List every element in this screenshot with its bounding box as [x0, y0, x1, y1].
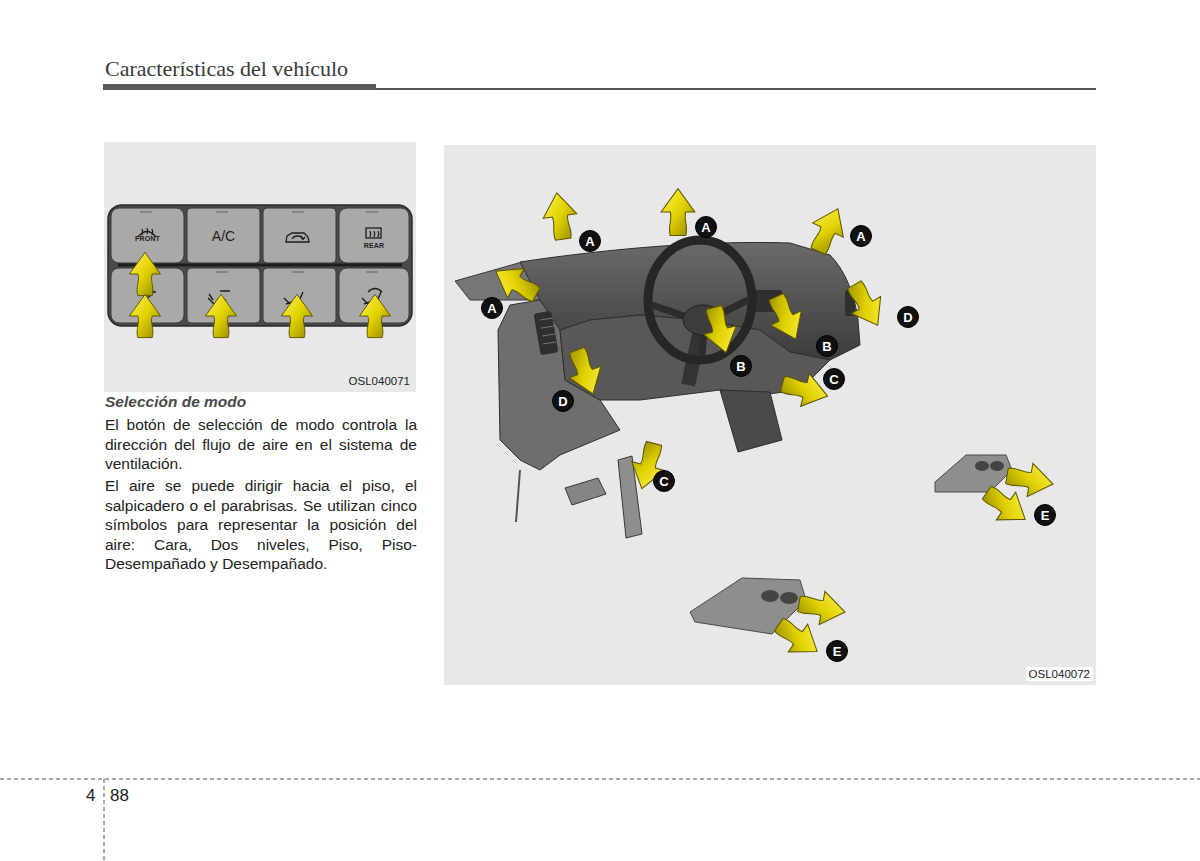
button [111, 208, 184, 263]
thick-rule [103, 84, 376, 90]
ac-button: A/C [187, 208, 260, 263]
recirculation-icon [286, 233, 309, 242]
callout-letter-text: C [659, 475, 668, 488]
side-vent [533, 311, 558, 355]
rear-defrost-icon [366, 228, 381, 238]
figure-code: OSL040072 [1026, 667, 1093, 681]
duct-outlet [975, 461, 989, 471]
callout-letter: B [816, 335, 838, 357]
yellow-arrow [540, 190, 580, 241]
vent-slats [540, 318, 556, 344]
floor-edge [516, 470, 520, 522]
selection-arrows [129, 252, 390, 337]
callout-letter: D [897, 306, 919, 328]
callout-letter-text: D [903, 311, 912, 324]
airflow-arrows [487, 189, 1056, 666]
figure-panel: OSL040072 A A A A D B B C D C E E [444, 145, 1096, 685]
buttons [111, 208, 409, 323]
defrost-button: FRONT [111, 208, 184, 263]
section-heading: Selección de modo [105, 393, 246, 411]
callout-letter: A [579, 230, 601, 252]
callout-letter: E [826, 640, 848, 662]
dashed-rule [104, 779, 105, 861]
figure-panel [444, 145, 1096, 685]
callout-letter: E [1034, 504, 1056, 526]
callout-letter-text: C [829, 373, 838, 386]
indicator-marks [140, 212, 378, 272]
callout-letter: A [850, 225, 872, 247]
duct-outlet [761, 590, 779, 602]
callout-letter: A [481, 297, 503, 319]
callout-letter-text: B [736, 360, 745, 373]
figure-panel: OSL040071 FRONT A/C REAR [104, 142, 416, 392]
yellow-arrow [281, 294, 312, 337]
button-label: REAR [364, 242, 385, 249]
button-label: A/C [212, 228, 235, 244]
callout-letter-text: E [833, 645, 842, 658]
chapter-number: 4 [86, 786, 95, 806]
yellow-arrow [626, 439, 671, 493]
rear-defrost-button: REAR [339, 208, 409, 263]
yellow-arrow [796, 587, 848, 628]
yellow-arrow [129, 252, 160, 295]
yellow-arrow [1004, 459, 1056, 500]
button [339, 208, 409, 263]
footer-rule [0, 779, 1200, 861]
callout-letter: B [730, 355, 752, 377]
callout-letter-text: A [585, 235, 594, 248]
figure-code: OSL040071 [346, 374, 413, 388]
header-rule [103, 84, 1096, 90]
page-number: 88 [110, 786, 129, 806]
running-header: Características del vehículo [105, 56, 348, 82]
body-paragraph: El botón de selección de modo controla l… [105, 415, 417, 474]
wheel-spokes [652, 300, 748, 356]
dashboard-illustration [455, 240, 1012, 634]
yellow-arrow [769, 611, 827, 666]
divider [118, 264, 402, 267]
duct-outlet [990, 461, 1004, 471]
button [187, 208, 260, 263]
yellow-arrow [761, 290, 811, 347]
duct-outlet [780, 592, 798, 604]
callout-letter-text: A [701, 221, 710, 234]
yellow-arrow [840, 276, 893, 333]
figure-panel [104, 142, 416, 392]
callout-letter: C [653, 470, 675, 492]
yellow-arrow [359, 294, 390, 337]
yellow-arrow [205, 294, 236, 337]
center-console [720, 390, 782, 452]
callout-letter-text: D [558, 395, 567, 408]
yellow-arrow [661, 189, 695, 236]
callout-letter-text: B [822, 340, 831, 353]
callout-letter-text: A [487, 302, 496, 315]
button [263, 208, 336, 263]
callout-letter: A [695, 216, 717, 238]
callout-letter: D [552, 390, 574, 412]
brake-pedal [565, 478, 606, 505]
yellow-arrow [977, 479, 1035, 534]
button-label: FRONT [135, 235, 160, 242]
mode-icons [140, 289, 382, 305]
callout-letter-text: A [856, 230, 865, 243]
callout-letter: C [823, 368, 845, 390]
body-paragraph: El aire se puede dirigir hacia el piso, … [105, 476, 417, 574]
dashed-rule [0, 779, 1200, 780]
yellow-arrow [698, 303, 743, 357]
steering-wheel [648, 240, 752, 360]
callout-letter-text: E [1041, 509, 1050, 522]
rear-vent-duct [935, 455, 1012, 492]
yellow-arrow [803, 202, 853, 259]
yellow-arrow [129, 294, 160, 337]
